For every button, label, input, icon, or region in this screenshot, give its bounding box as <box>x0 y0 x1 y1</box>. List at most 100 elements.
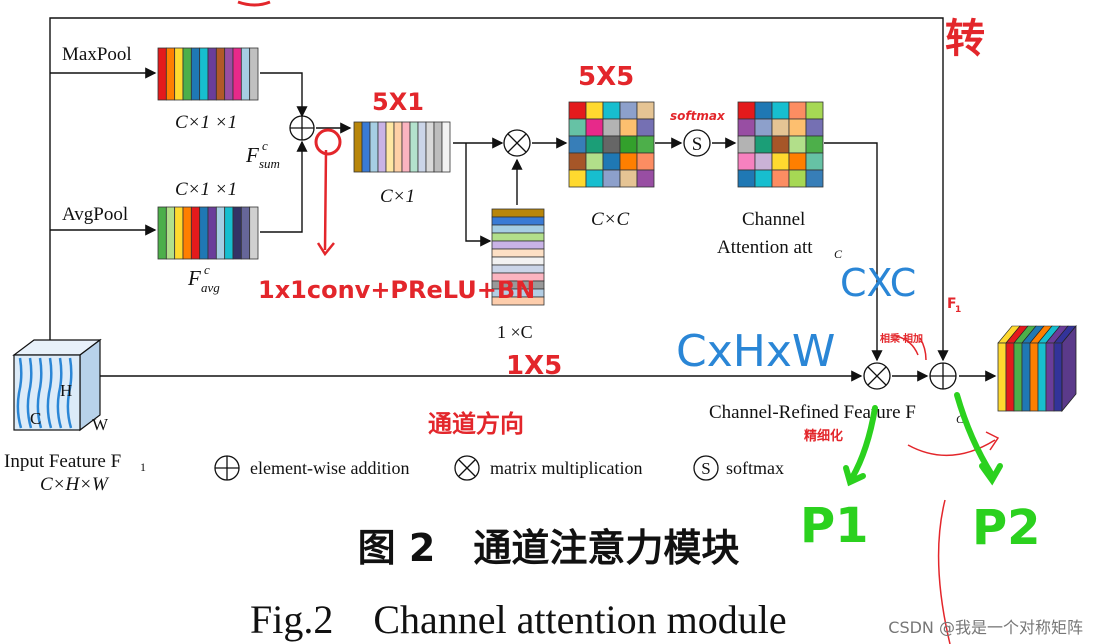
favg-sup: c <box>204 262 210 277</box>
annot-f1-sub: 1 <box>955 305 961 315</box>
stack-cell <box>491 264 545 274</box>
annot-circle <box>314 128 342 156</box>
matrix-cell <box>788 169 807 188</box>
matrix-cell <box>602 118 621 137</box>
matrix-cell <box>585 101 604 120</box>
matrix-cell <box>619 169 638 188</box>
strip-cell <box>207 206 217 260</box>
softmax-s-label: S <box>692 134 703 155</box>
matrix-cell <box>636 169 655 188</box>
fsum-base: F <box>245 143 259 167</box>
attention-label: Attention att C <box>717 237 843 261</box>
cube-c-label: C <box>30 409 41 428</box>
cube-stripe <box>36 357 43 429</box>
avgpool-label: AvgPool <box>62 204 128 225</box>
annot-cxc: CXC <box>840 261 916 305</box>
cxc-label: C×C <box>591 209 629 230</box>
maxpool-feature-block <box>157 47 259 101</box>
matrix-cell <box>585 152 604 171</box>
cx1x1-mid-label: C×1 ×1 <box>175 179 237 200</box>
matrix-cell <box>602 152 621 171</box>
matrix-cell <box>771 152 790 171</box>
strip-cell <box>232 47 242 101</box>
cube-stripe <box>66 357 73 429</box>
strip-cell <box>224 47 234 101</box>
channel-label: Channel <box>742 209 805 230</box>
legend-times-icon <box>454 455 480 481</box>
favg-label: F c avg <box>187 262 220 295</box>
stack-cell <box>491 216 545 226</box>
cube-stripe <box>56 357 63 429</box>
attention-sub: C <box>834 247 843 261</box>
handwritten-annotations: 转 5X1 5X5 softmax 1x1conv+PReLU+BN 1X5 C… <box>237 0 1041 644</box>
strip-cell <box>190 47 201 101</box>
cube-front-cell <box>997 342 1007 412</box>
strip-cell <box>174 47 184 101</box>
annot-top-right: 转 <box>945 16 985 62</box>
annot-p2: P2 <box>972 500 1041 556</box>
annot-curve-arrow <box>907 431 1000 456</box>
input-sub: 1 <box>140 460 146 474</box>
fsum-sup: c <box>262 138 268 153</box>
strip-cell <box>377 121 387 173</box>
strip-cell <box>199 206 209 260</box>
annot-conv: 1x1conv+PReLU+BN <box>258 276 535 304</box>
matrix-cell <box>568 135 587 154</box>
strip-cell <box>207 47 217 101</box>
sum-plus-icon <box>289 115 315 141</box>
matmul-times-icon <box>503 129 531 157</box>
softmax-s-icon <box>683 129 711 157</box>
legend: S element-wise addition matrix multiplic… <box>214 455 784 481</box>
legend-plus-icon <box>214 455 240 481</box>
cube-front-cell <box>1013 342 1023 412</box>
annot-small-left: 相乘 <box>880 332 901 345</box>
matrix-cell <box>737 169 756 188</box>
strip-cell <box>182 47 192 101</box>
cube-stripe <box>16 357 23 429</box>
refined-text: Channel-Refined Feature F <box>709 402 916 423</box>
matrix-cell <box>805 135 824 154</box>
matrix-cell <box>737 152 756 171</box>
matrix-cell <box>754 152 773 171</box>
strip-cell <box>425 121 435 173</box>
matrix-cell <box>568 169 587 188</box>
annot-green-arrow-left <box>843 405 878 487</box>
annot-p1: P1 <box>800 498 869 554</box>
strip-cell <box>157 47 167 101</box>
fsum-sub: sum <box>259 156 280 171</box>
matrix-cell <box>737 101 756 120</box>
annot-channel-dir: 通道方向 <box>428 410 524 438</box>
matrix-cell <box>771 118 790 137</box>
final-add-plus-icon <box>929 362 957 390</box>
strip-cell <box>190 206 201 260</box>
strip-cell <box>353 121 363 173</box>
annot-1x5: 1X5 <box>506 351 562 381</box>
matrix-cell <box>737 118 756 137</box>
legend-multiplication: matrix multiplication <box>490 458 642 478</box>
annot-5x1: 5X1 <box>372 88 424 116</box>
caption-chinese: 图 2 通道注意力模块 <box>357 526 740 570</box>
matrix-cell <box>805 169 824 188</box>
matrix-cell <box>619 101 638 120</box>
fsum-label: F c sum <box>245 138 280 171</box>
input-line2: C×H×W <box>40 474 110 495</box>
strip-cell <box>165 206 176 260</box>
strip-cell <box>174 206 184 260</box>
strip-cell <box>215 206 226 260</box>
matrix-cell <box>754 101 773 120</box>
matrix-cell <box>636 135 655 154</box>
stack-cell <box>491 208 545 218</box>
attention-text: Attention att <box>717 237 813 258</box>
strip-cell <box>240 206 251 260</box>
legend-s-letter: S <box>701 459 710 478</box>
annot-cxhxw: CxHxW <box>676 326 835 377</box>
annot-mul-note: 精细化 <box>804 428 843 444</box>
strip-cell <box>240 47 251 101</box>
cube-stripe <box>46 357 53 429</box>
matrix-cell <box>585 169 604 188</box>
matrix-cell <box>805 152 824 171</box>
matrix-cell <box>568 118 587 137</box>
cube-side <box>1061 324 1077 413</box>
strip-cell <box>199 47 209 101</box>
strip-cell <box>417 121 427 173</box>
